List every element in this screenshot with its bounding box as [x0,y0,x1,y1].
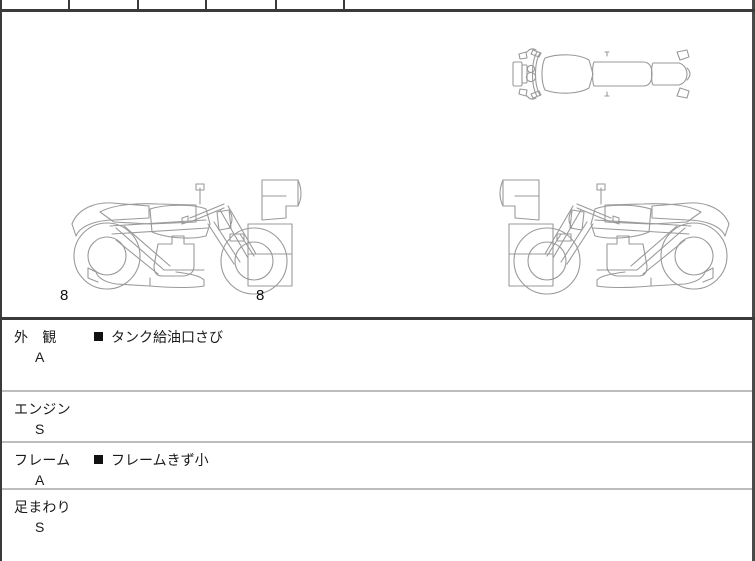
header-cell-3 [137,0,205,9]
header-cell-1 [0,0,68,9]
sheet-left-border [0,0,2,561]
condition-row-frame: フレーム A フレームきず小 [2,443,752,490]
table-header-strip [0,0,755,9]
condition-row-suspension: 足まわり S [2,490,752,559]
condition-note-exterior-text: タンク給油口さび [111,329,223,345]
motorcycle-right-side-view-icon [447,162,747,317]
sheet-right-border [752,0,755,561]
header-cell-7 [411,0,755,9]
header-cell-4 [205,0,275,9]
motorcycle-top-view-icon [507,44,697,124]
header-bottom-rule [0,9,755,12]
condition-grade-suspension: S [35,519,45,535]
condition-label-suspension: 足まわり [14,499,71,515]
motorcycle-left-side-view-icon [54,162,354,317]
condition-grade-engine: S [35,421,45,437]
condition-table: 外 観 A タンク給油口さび エンジン S フレーム A フレームきず小 足まわ… [2,320,752,559]
header-cell-2 [68,0,137,9]
condition-note-exterior: タンク給油口さび [94,328,223,346]
diagram-bottom-rule [0,317,755,320]
condition-row-engine: エンジン S [2,392,752,443]
note-bullet-icon [94,332,103,341]
condition-note-frame: フレームきず小 [94,451,209,469]
condition-label-frame: フレーム [14,452,71,468]
condition-row-exterior: 外 観 A タンク給油口さび [2,320,752,392]
condition-label-engine: エンジン [14,401,71,417]
condition-grade-exterior: A [35,349,45,365]
header-cell-5 [275,0,343,9]
condition-note-frame-text: フレームきず小 [111,452,209,468]
header-cell-6 [343,0,411,9]
condition-label-exterior: 外 観 [14,329,57,345]
condition-grade-frame: A [35,472,45,488]
note-bullet-icon [94,455,103,464]
damage-mark-rear: 8 [60,287,69,304]
diagram-panel: 8 8 [2,12,752,318]
damage-mark-front: 8 [256,287,265,304]
